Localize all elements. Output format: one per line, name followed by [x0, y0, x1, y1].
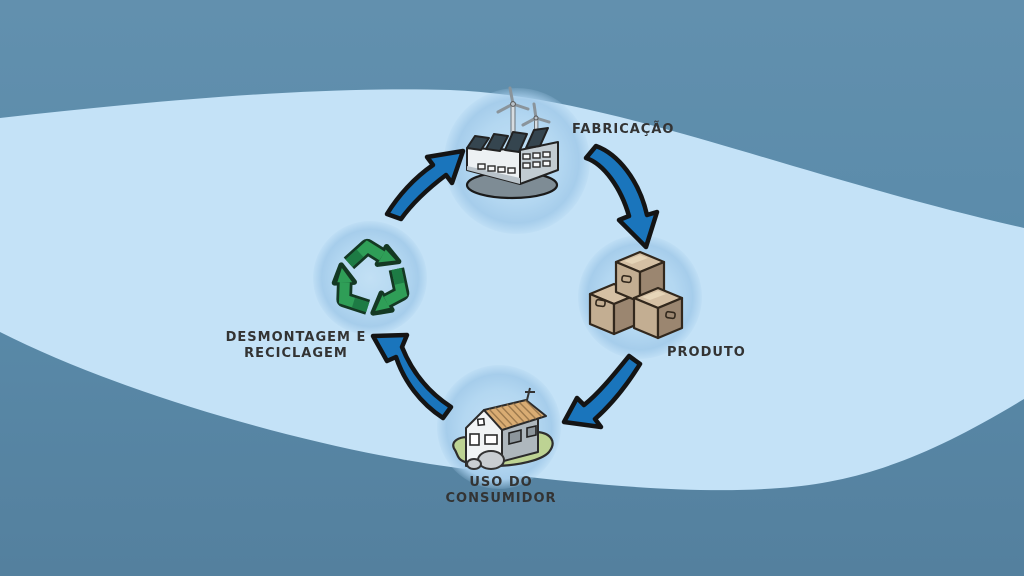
arrow-fabricacao-to-produto: [583, 143, 660, 250]
label-uso-do-consumidor: USO DO CONSUMIDOR: [421, 475, 581, 507]
wave-shape: [0, 89, 1024, 491]
arrow-reciclagem-to-fabricacao: [384, 148, 466, 222]
label-produto: PRODUTO: [667, 345, 746, 360]
factory-icon: [465, 86, 559, 200]
label-uso-line1: USO DO: [469, 475, 533, 490]
label-desmontagem-line2: RECICLAGEM: [244, 346, 348, 361]
boxes-icon: [588, 250, 684, 340]
house-icon: [452, 387, 554, 470]
label-desmontagem-line1: DESMONTAGEM E: [225, 330, 367, 345]
label-fabricacao: FABRICAÇÃO: [572, 122, 675, 137]
label-uso-line2: CONSUMIDOR: [445, 491, 557, 506]
recycle-icon: [331, 238, 410, 316]
arrow-consumidor-to-reciclagem: [370, 332, 454, 421]
wind-turbine-icon: [496, 86, 551, 149]
label-desmontagem-reciclagem: DESMONTAGEM E RECICLAGEM: [215, 330, 377, 362]
arrow-produto-to-consumidor: [561, 353, 643, 430]
